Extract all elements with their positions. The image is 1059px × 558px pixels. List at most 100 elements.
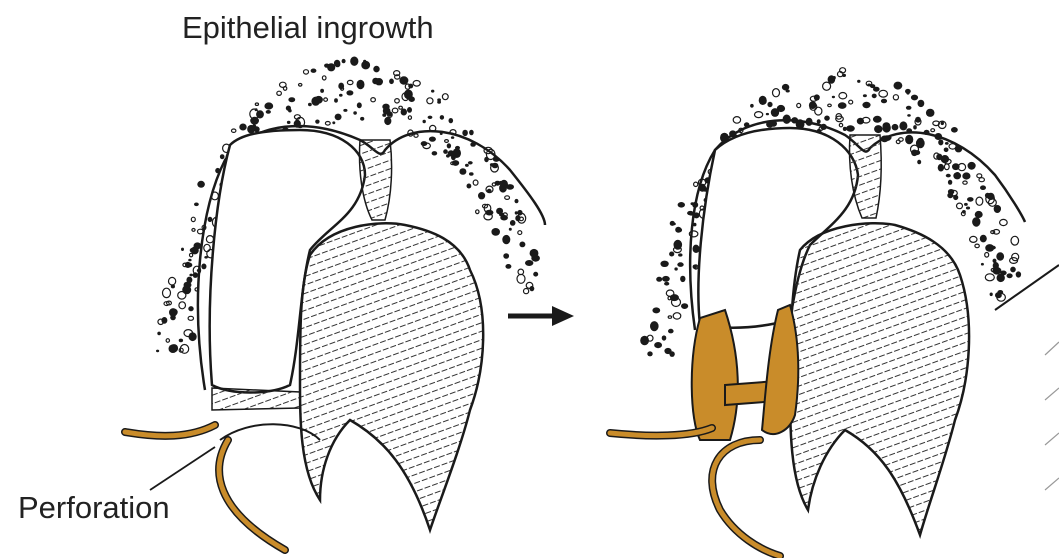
bone-dot <box>389 79 394 85</box>
bone-dot <box>828 75 836 84</box>
bone-dot <box>733 117 740 124</box>
bone-dot <box>192 229 195 232</box>
bone-dot <box>288 97 295 102</box>
edge-line-4 <box>1045 433 1059 445</box>
bone-dot <box>232 129 236 132</box>
bone-dot <box>452 160 459 166</box>
bone-dot <box>500 215 508 221</box>
bone-dot <box>166 339 169 343</box>
bone-dot <box>881 99 887 104</box>
bone-dot <box>363 60 366 63</box>
bone-dot <box>946 174 951 178</box>
bone-dot <box>846 125 855 131</box>
membrane-left-lower <box>219 440 285 550</box>
bone-dot <box>913 125 917 129</box>
bone-dot <box>873 87 880 92</box>
bone-dot <box>299 84 302 87</box>
bone-dot <box>985 253 989 258</box>
bone-dot <box>382 113 386 117</box>
bone-dot <box>346 90 353 95</box>
bone-dot <box>917 160 921 165</box>
bone-dot <box>503 253 509 259</box>
bone-dot <box>872 94 877 99</box>
bone-dot <box>979 178 984 182</box>
bone-dot <box>678 202 685 208</box>
ossicle-body-right <box>790 223 969 535</box>
bone-dot <box>343 109 347 112</box>
bone-dot <box>178 292 186 300</box>
bone-dot <box>815 107 822 115</box>
bone-dot <box>771 108 779 117</box>
bone-dot <box>673 313 681 319</box>
bone-dot <box>832 96 835 98</box>
ligament-left <box>360 140 392 220</box>
bone-dot <box>972 217 980 227</box>
bone-dot <box>766 113 769 115</box>
bone-dot <box>473 180 478 185</box>
bone-dot <box>944 164 949 170</box>
bone-dot <box>926 109 935 117</box>
bone-dot <box>1012 253 1019 260</box>
edge-line-2 <box>1045 342 1059 355</box>
bone-dot <box>899 121 907 130</box>
bone-dot <box>505 264 511 269</box>
bone-dot <box>288 109 292 112</box>
bone-dot <box>995 292 1002 298</box>
bone-dot <box>759 96 767 105</box>
bone-dot <box>518 231 522 235</box>
bone-dot <box>975 244 979 248</box>
bone-dot <box>691 202 695 205</box>
bone-dot <box>863 94 867 97</box>
perforation-label: Perforation <box>18 490 170 526</box>
bone-dot <box>524 289 529 294</box>
bone-dot <box>673 223 676 226</box>
bone-dot <box>339 94 343 97</box>
bone-dot <box>189 274 193 277</box>
bone-dot <box>384 117 391 125</box>
bone-dot <box>938 139 943 145</box>
bone-dot <box>334 60 340 67</box>
bone-dot <box>399 76 408 84</box>
bone-dot <box>264 102 273 109</box>
bone-dot <box>948 180 952 185</box>
bone-dot <box>862 102 870 108</box>
bone-dot <box>873 116 882 123</box>
bone-dot <box>469 172 474 175</box>
bone-dot <box>399 106 403 109</box>
bone-dot <box>797 103 801 107</box>
bone-dot <box>916 138 925 148</box>
bone-dot <box>857 80 860 83</box>
bone-dot <box>157 332 161 336</box>
bone-dot <box>287 121 291 124</box>
bone-dot <box>437 101 441 104</box>
bone-dot <box>839 93 847 99</box>
bone-dot <box>894 82 903 90</box>
bone-dot <box>190 253 193 257</box>
bone-dot <box>156 350 159 353</box>
bone-dot <box>874 125 882 133</box>
bone-dot <box>315 120 319 124</box>
bone-dot <box>180 345 188 354</box>
right-panel <box>610 68 1059 556</box>
bone-dot <box>515 211 518 214</box>
bone-dot <box>662 276 670 282</box>
bone-dot <box>476 210 479 214</box>
bone-dot <box>1000 219 1008 225</box>
bone-dot <box>767 102 772 107</box>
bone-dot <box>395 99 400 103</box>
bone-dot <box>981 263 984 266</box>
bone-dot <box>469 130 474 136</box>
bone-dot <box>525 260 533 266</box>
bone-dot <box>510 220 516 226</box>
epithelial-pocket-right <box>692 310 738 440</box>
bone-dot <box>208 217 213 222</box>
bone-dot <box>669 252 674 257</box>
bone-dot <box>409 96 415 102</box>
bone-dot <box>997 274 1005 282</box>
bone-dot <box>194 203 199 207</box>
bone-dot <box>491 228 500 236</box>
bone-dot <box>191 217 195 221</box>
edge-line-5 <box>1045 478 1059 490</box>
bone-dot <box>957 203 963 209</box>
